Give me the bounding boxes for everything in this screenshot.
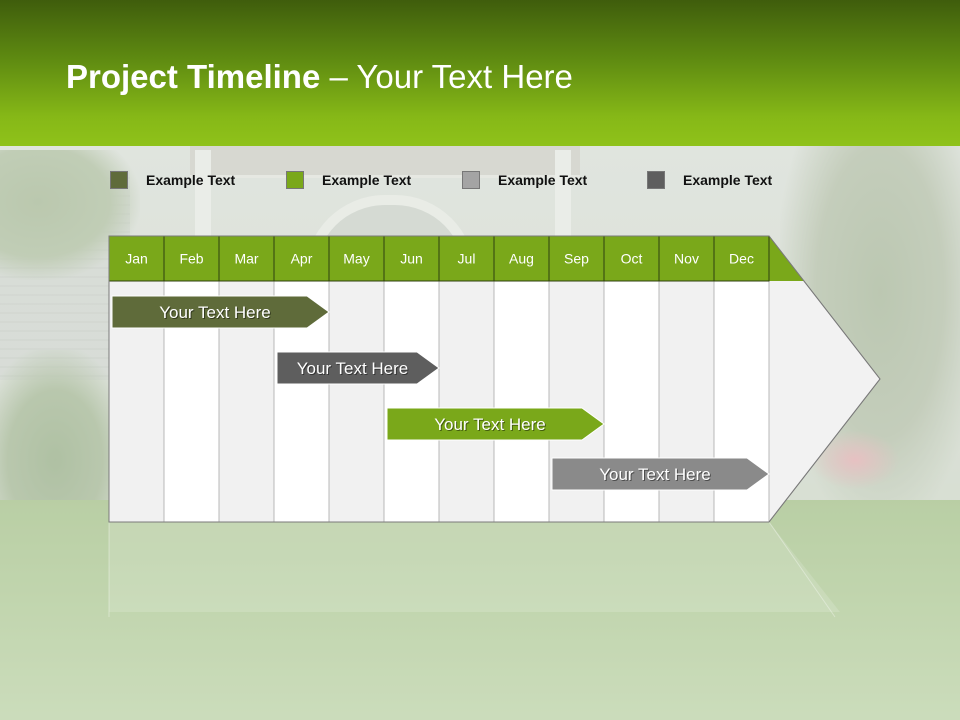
month-label: Mar xyxy=(234,251,258,267)
month-label: Oct xyxy=(621,251,643,267)
month-label: Dec xyxy=(729,251,754,267)
task-label-shadow: Your Text Here xyxy=(435,416,547,435)
month-label: Apr xyxy=(291,251,313,267)
legend-label: Example Text xyxy=(683,172,773,188)
task-label-shadow: Your Text Here xyxy=(298,360,410,379)
slide-title: Project Timeline – Your Text Here xyxy=(66,58,573,96)
legend-swatch xyxy=(286,171,304,189)
month-label: May xyxy=(343,251,369,267)
legend-label: Example Text xyxy=(322,172,412,188)
title-rest-part: – Your Text Here xyxy=(320,58,573,95)
title-bold-part: Project Timeline xyxy=(66,58,321,95)
legend-swatch xyxy=(110,171,128,189)
legend-item: Example Text xyxy=(647,170,772,190)
month-label: Feb xyxy=(179,251,203,267)
month-header-band xyxy=(109,236,804,281)
month-column xyxy=(494,281,549,522)
task-label: Your Text Here xyxy=(434,415,546,434)
task-label: Your Text Here xyxy=(159,303,271,322)
month-label: Jul xyxy=(458,251,476,267)
task-bar xyxy=(551,457,770,491)
month-label: Jun xyxy=(400,251,423,267)
month-label: Nov xyxy=(674,251,699,267)
month-column xyxy=(439,281,494,522)
task-label-shadow: Your Text Here xyxy=(160,304,272,323)
month-label: Jan xyxy=(125,251,148,267)
task-label: Your Text Here xyxy=(599,465,711,484)
legend-item: Example Text xyxy=(286,170,411,190)
task-bar xyxy=(386,407,605,441)
month-label: Aug xyxy=(509,251,534,267)
header-band: Project Timeline – Your Text Here xyxy=(0,0,960,146)
legend-swatch xyxy=(647,171,665,189)
legend-item: Example Text xyxy=(462,170,587,190)
task-bar xyxy=(276,351,440,385)
porch-roof xyxy=(190,145,580,178)
timeline-reflection xyxy=(109,522,840,612)
reflection-edge xyxy=(768,521,836,618)
month-column xyxy=(329,281,384,522)
lawn xyxy=(0,500,960,720)
legend-label: Example Text xyxy=(498,172,588,188)
legend-label: Example Text xyxy=(146,172,236,188)
legend-swatch xyxy=(462,171,480,189)
task-label-shadow: Your Text Here xyxy=(600,466,712,485)
legend-item: Example Text xyxy=(110,170,235,190)
month-column xyxy=(384,281,439,522)
month-label: Sep xyxy=(564,251,589,267)
task-label: Your Text Here xyxy=(297,359,409,378)
timeline-arrow-outline xyxy=(108,235,881,523)
task-bar xyxy=(111,295,330,329)
